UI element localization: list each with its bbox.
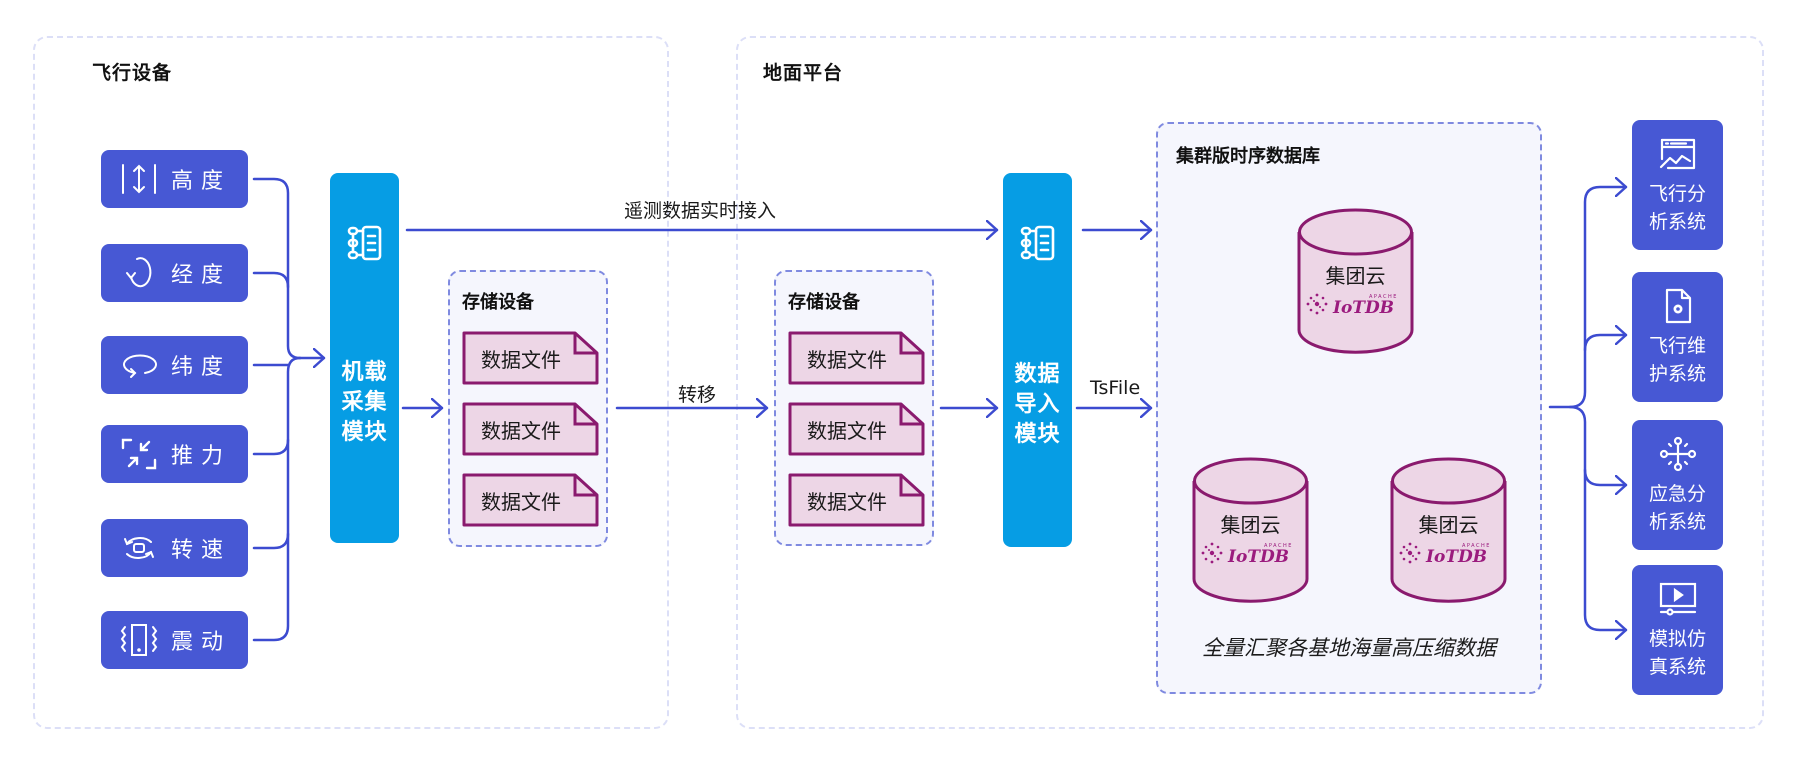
database-caption: 全量汇聚各基地海量高压缩数据	[1202, 636, 1496, 660]
vertical-arrows-icon	[119, 161, 159, 197]
network-nodes-icon	[1658, 436, 1698, 472]
sensor-latitude[interactable]: 纬度	[101, 336, 248, 394]
sensor-label: 经度	[171, 263, 232, 288]
module-label: 数据导入模块	[1014, 362, 1061, 447]
app-label: 飞行维护系统	[1648, 335, 1706, 385]
module-tree-icon	[345, 223, 385, 263]
data-file[interactable]: 数据文件	[788, 331, 925, 385]
database-title: 集群版时序数据库	[1176, 146, 1320, 167]
file-label: 数据文件	[481, 347, 561, 372]
file-shape-icon	[462, 402, 599, 456]
file-shape-icon	[788, 331, 925, 385]
app-simulation[interactable]: 模拟仿真系统	[1632, 565, 1723, 695]
wire-sensor-1	[252, 177, 302, 360]
wire-db-bus	[1548, 187, 1628, 409]
app-label: 飞行分析系统	[1648, 183, 1706, 233]
sensor-label: 高度	[171, 169, 232, 194]
wire-app-2	[1583, 335, 1628, 352]
iotdb-logo-icon: APACHE IoTDB	[1399, 542, 1491, 565]
chart-window-icon	[1658, 136, 1698, 172]
file-label: 数据文件	[481, 489, 561, 514]
db-node-label: 集团云	[1220, 513, 1281, 537]
app-label: 模拟仿真系统	[1648, 628, 1706, 678]
video-player-icon	[1658, 581, 1698, 617]
file-shape-icon	[788, 473, 925, 527]
sensor-vibration[interactable]: 震动	[101, 611, 248, 669]
wire-sensor-4	[252, 438, 290, 456]
iotdb-logo-icon: APACHE IoTDB	[1306, 293, 1398, 316]
db-node-top[interactable]: 集团云 APACHE IoTDB	[1297, 208, 1414, 354]
sensor-label: 推力	[171, 444, 232, 469]
data-file[interactable]: 数据文件	[462, 402, 599, 456]
storage-title: 存储设备	[788, 292, 860, 313]
storage-title: 存储设备	[462, 292, 534, 313]
cylinder-icon	[1390, 457, 1507, 603]
sensor-thrust[interactable]: 推力	[101, 425, 248, 483]
db-node-left[interactable]: 集团云 APACHE IoTDB	[1192, 457, 1309, 603]
svg-text:IoTDB: IoTDB	[1332, 298, 1394, 316]
ground-platform-title: 地面平台	[763, 62, 844, 84]
app-emergency-analysis[interactable]: 应急分析系统	[1632, 420, 1723, 550]
app-flight-maintenance[interactable]: 飞行维护系统	[1632, 272, 1723, 402]
data-import-module[interactable]: 数据导入模块	[1003, 173, 1072, 547]
file-label: 数据文件	[807, 418, 887, 443]
svg-text:APACHE: APACHE	[1462, 543, 1491, 549]
db-node-right[interactable]: 集团云 APACHE IoTDB	[1390, 457, 1507, 603]
module-tree-icon	[1018, 223, 1058, 263]
file-shape-icon	[462, 331, 599, 385]
file-label: 数据文件	[807, 489, 887, 514]
sensor-altitude[interactable]: 高度	[101, 150, 248, 208]
svg-text:IoTDB: IoTDB	[1227, 547, 1289, 565]
data-file[interactable]: 数据文件	[462, 331, 599, 385]
app-flight-analysis[interactable]: 飞行分析系统	[1632, 120, 1723, 250]
wire-sensor-2	[252, 271, 290, 289]
data-file[interactable]: 数据文件	[788, 402, 925, 456]
svg-text:APACHE: APACHE	[1369, 294, 1398, 300]
tsfile-flow-label: TsFile	[1090, 377, 1141, 399]
db-node-label: 集团云	[1418, 513, 1479, 537]
realtime-flow-label: 遥测数据实时接入	[624, 200, 777, 222]
flight-device-title: 飞行设备	[92, 62, 173, 84]
flight-device-section	[33, 36, 669, 729]
sensor-label: 转速	[171, 538, 232, 563]
iotdb-logo-icon: APACHE IoTDB	[1201, 542, 1293, 565]
onboard-storage: 存储设备 数据文件 数据文件 数据文件	[448, 270, 608, 547]
db-node-label: 集团云	[1325, 264, 1386, 288]
sensor-rpm[interactable]: 转速	[101, 519, 248, 577]
data-file[interactable]: 数据文件	[462, 473, 599, 527]
rotate-ccw-icon	[119, 255, 159, 291]
file-shape-icon	[462, 473, 599, 527]
wire-sensor-5	[252, 532, 290, 550]
data-file[interactable]: 数据文件	[788, 473, 925, 527]
ground-storage: 存储设备 数据文件 数据文件 数据文件	[774, 270, 934, 546]
svg-text:IoTDB: IoTDB	[1425, 547, 1487, 565]
loop-arrow-icon	[119, 347, 159, 383]
wire-db-bus-down	[1568, 405, 1628, 630]
sensor-longitude[interactable]: 经度	[101, 244, 248, 302]
file-label: 数据文件	[807, 347, 887, 372]
file-shape-icon	[788, 402, 925, 456]
ground-platform-section	[736, 36, 1764, 729]
module-label: 机载采集模块	[341, 360, 388, 445]
file-settings-icon	[1658, 288, 1698, 324]
wire-sensor-6	[252, 356, 302, 642]
cylinder-icon	[1297, 208, 1414, 354]
transfer-flow-label: 转移	[678, 384, 717, 406]
phone-vibrate-icon	[119, 622, 159, 658]
wire-app-3	[1583, 468, 1628, 485]
onboard-collect-module[interactable]: 机载采集模块	[330, 173, 399, 543]
compress-arrows-icon	[119, 436, 159, 472]
sensor-label: 震动	[171, 630, 232, 655]
cylinder-icon	[1192, 457, 1309, 603]
app-label: 应急分析系统	[1648, 483, 1706, 533]
rotation-speed-icon	[119, 530, 159, 566]
svg-text:APACHE: APACHE	[1264, 543, 1293, 549]
sensor-label: 纬度	[171, 355, 232, 380]
file-label: 数据文件	[481, 418, 561, 443]
